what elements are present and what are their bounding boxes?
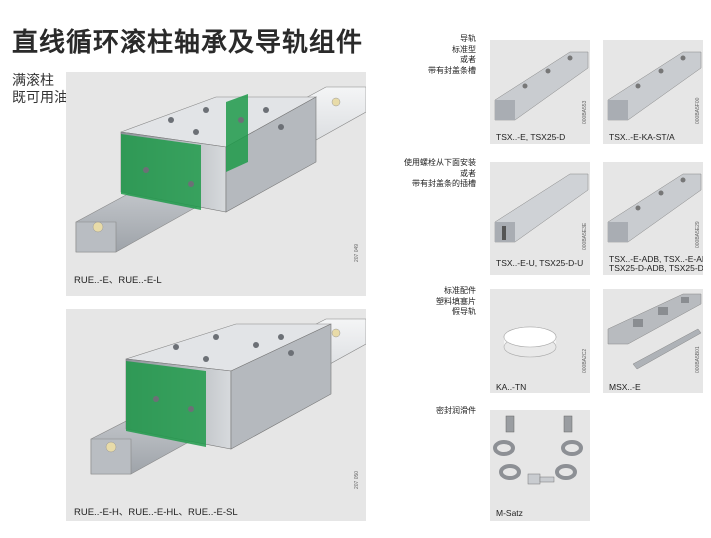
item-code: 000BA5E3E (582, 222, 588, 250)
drawing-code: 207 049 (354, 244, 360, 262)
main-panel-caption: RUE..-E、RUE..-E-L (74, 275, 162, 286)
subtitle-line: 满滚柱 (12, 72, 54, 88)
item-m-satz: M-Satz (490, 410, 590, 521)
seal-kit-illustration (493, 415, 583, 485)
linear-bearing-illustration: 207 049 (75, 86, 366, 262)
drawing-code: 207 050 (354, 471, 360, 489)
rail-illustration (607, 51, 702, 121)
main-panel-standard: 207 049 RUE..-E、RUE..-E-L (66, 72, 366, 296)
item-plug-ka-tn: KA..-TN 000BA2C2 (490, 289, 590, 393)
rail-illustration (494, 173, 589, 243)
row-label-accessories: 标准配件 塑料填塞片 假导轨 (380, 286, 476, 318)
rail-illustration (494, 51, 589, 121)
item-caption: TSX..-E-KA-ST/A (609, 132, 675, 142)
item-caption: MSX..-E (609, 382, 641, 392)
main-panel-caption: RUE..-E-H、RUE..-E-HL、RUE..-E-SL (74, 507, 238, 518)
label-line: 塑料填塞片 (436, 296, 476, 306)
main-panel-high: 207 050 RUE..-E-H、RUE..-E-HL、RUE..-E-SL (66, 309, 366, 521)
plastic-plug-illustration (503, 326, 557, 358)
item-rail-tsx-e-u: TSX..-E-U, TSX25-D-U 000BA5E3E (490, 162, 590, 275)
label-line: 密封润滑件 (436, 406, 476, 415)
label-line: 或者 (460, 168, 476, 178)
row-label-seal-lube: 密封润滑件 (380, 406, 476, 417)
item-caption: TSX25-D-ADB, TSX25-D-ADK (609, 263, 703, 273)
label-line: 假导轨 (452, 307, 476, 316)
item-caption: M-Satz (496, 508, 523, 518)
item-caption: KA..-TN (496, 382, 527, 392)
item-rail-tsx-e-adb: TSX..-E-ADB, TSX..-E-ADK, TSX25-D-ADB, T… (603, 162, 703, 275)
linear-bearing-high-illustration: 207 050 (90, 318, 366, 489)
item-code: 000BA5B01 (695, 346, 701, 373)
item-dummy-rail-msx: MSX..-E 000BA5B01 (603, 289, 703, 393)
label-line: 带有封盖条槽 (428, 65, 476, 75)
item-caption: TSX..-E-ADB, TSX..-E-ADK, (609, 254, 703, 264)
item-caption: TSX..-E, TSX25-D (496, 132, 566, 142)
label-line: 导轨 (460, 34, 476, 43)
item-caption: TSX..-E-U, TSX25-D-U (496, 258, 584, 268)
label-line: 标准型 (452, 44, 476, 54)
rail-illustration (607, 173, 702, 243)
item-code: 000BA5E29 (695, 221, 701, 248)
label-line: 或者 (460, 55, 476, 64)
dummy-rail-illustration (607, 293, 702, 370)
item-code: 000BA553 (582, 100, 588, 124)
label-line: 使用螺栓从下面安装 (404, 158, 476, 167)
label-line: 带有封盖条的插槽 (412, 179, 476, 188)
item-code: 000BA5F00 (695, 97, 701, 124)
item-rail-tsx-e-ka: TSX..-E-KA-ST/A 000BA5F00 (603, 40, 703, 144)
item-rail-tsx-e: TSX..-E, TSX25-D 000BA553 (490, 40, 590, 144)
row-label-rail-standard: 导轨 标准型 或者 带有封盖条槽 (380, 34, 476, 76)
item-code: 000BA2C2 (582, 348, 588, 373)
row-label-rail-bottom-mount: 使用螺栓从下面安装 或者 带有封盖条的插槽 (380, 158, 476, 190)
page-title: 直线循环滚柱轴承及导轨组件 (12, 27, 364, 57)
label-line: 标准配件 (444, 286, 476, 295)
